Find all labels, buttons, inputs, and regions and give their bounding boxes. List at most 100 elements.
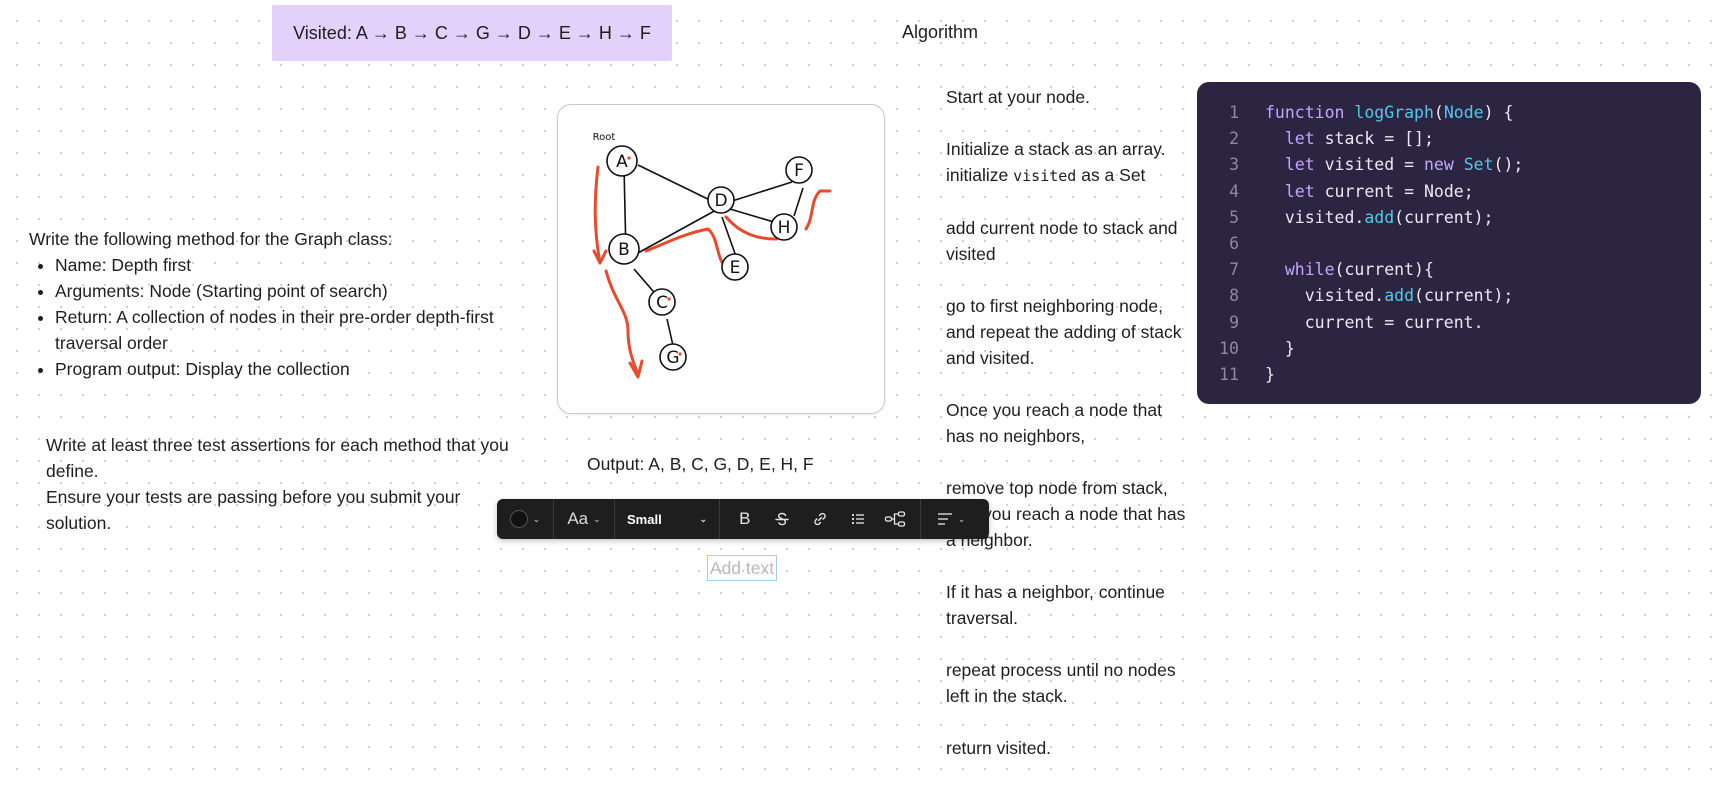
node-b-circle xyxy=(608,233,640,265)
code-token: } xyxy=(1265,338,1295,358)
node-d-circle xyxy=(707,186,735,214)
annotation-arrow-h-f xyxy=(804,189,832,231)
code-line: 2 let stack = []; xyxy=(1197,126,1701,152)
bullet-list-icon xyxy=(851,513,864,525)
code-text: let current = Node; xyxy=(1265,179,1474,205)
edge-f-h xyxy=(793,187,804,217)
edge-a-d xyxy=(637,164,717,204)
bullet-list-button[interactable] xyxy=(842,499,874,539)
graph-nodes xyxy=(606,145,813,371)
code-text: } xyxy=(1265,362,1275,388)
add-text-input[interactable]: Add text xyxy=(707,555,777,581)
text-format-toolbar: ⌄ Aa ⌄ Small ⌄ B ⌄ xyxy=(497,499,989,539)
line-number: 6 xyxy=(1229,233,1239,253)
edge-b-d xyxy=(637,208,719,254)
graph-image[interactable]: A B C D E F G H Root xyxy=(557,104,885,414)
instructions-text-block[interactable]: Write the following method for the Graph… xyxy=(29,226,519,382)
step-inline-code: visited xyxy=(1013,167,1077,185)
font-icon: Aa xyxy=(567,509,589,528)
link-button[interactable] xyxy=(804,499,836,539)
node-label: H xyxy=(778,218,791,238)
line-number: 2 xyxy=(1229,129,1239,149)
code-token: let xyxy=(1284,155,1315,175)
step-text: add current node to stack and visited xyxy=(946,218,1178,264)
instructions-bullet: Program output: Display the collection xyxy=(55,356,519,382)
font-family-button[interactable]: Aa ⌄ xyxy=(554,499,614,539)
algorithm-steps[interactable]: Start at your node. Initialize a stack a… xyxy=(946,84,1186,787)
text-align-button[interactable]: ⌄ xyxy=(921,499,981,539)
annotation-arrow-b-g xyxy=(604,269,640,377)
code-line: 11} xyxy=(1197,362,1701,388)
annotation-arrowhead xyxy=(592,249,608,265)
node-label: E xyxy=(730,258,741,278)
node-f-circle xyxy=(785,156,813,184)
code-token: stack = []; xyxy=(1314,129,1434,149)
mindmap-icon xyxy=(885,511,906,527)
line-number: 3 xyxy=(1229,155,1239,175)
algorithm-title[interactable]: Algorithm xyxy=(902,22,979,42)
code-token: current = Node; xyxy=(1314,181,1474,201)
tests-line: Write at least three test assertions for… xyxy=(46,435,509,481)
step-text-part: as a Set xyxy=(1076,165,1146,185)
node-label: F xyxy=(794,161,804,181)
code-token: current = current. xyxy=(1265,312,1484,332)
chevron-down-icon: ⌄ xyxy=(699,513,707,524)
annotation-arrow-a-b xyxy=(593,165,602,265)
output-line[interactable]: Output: A, B, C, G, D, E, H, F xyxy=(587,454,814,474)
code-line: 5 visited.add(current); xyxy=(1197,205,1701,231)
node-e-circle xyxy=(721,253,749,281)
align-left-icon xyxy=(937,513,952,525)
link-icon xyxy=(814,512,826,526)
code-token: visited. xyxy=(1265,207,1365,227)
chevron-down-icon: ⌄ xyxy=(532,513,541,524)
node-label: B xyxy=(618,240,630,260)
code-token: function xyxy=(1265,103,1355,122)
code-token: let xyxy=(1284,129,1315,149)
instructions-list: Name: Depth first Arguments: Node (Start… xyxy=(29,252,519,382)
traversal-annotations xyxy=(592,165,832,379)
instructions-bullet: Arguments: Node (Starting point of searc… xyxy=(55,278,519,304)
bold-button[interactable]: B xyxy=(729,499,761,539)
code-token: Set xyxy=(1463,155,1494,175)
strikethrough-button[interactable] xyxy=(766,499,798,539)
code-line: 3 let visited = new Set(); xyxy=(1197,152,1701,178)
code-text: visited.add(current); xyxy=(1265,283,1514,309)
code-token: Node xyxy=(1443,103,1484,122)
code-text: function logGraph(Node) { xyxy=(1265,100,1513,126)
format-buttons-group: B xyxy=(720,499,920,539)
tests-text-block[interactable]: Write at least three test assertions for… xyxy=(46,432,516,536)
annotation-arrowhead xyxy=(628,359,644,379)
toolbar-divider xyxy=(920,499,921,539)
line-number: 9 xyxy=(1229,312,1239,332)
mindmap-button[interactable] xyxy=(879,499,911,539)
edge-d-f xyxy=(728,181,793,203)
line-number: 5 xyxy=(1229,207,1239,227)
code-token xyxy=(1265,129,1285,148)
font-size-select[interactable]: Small ⌄ xyxy=(615,499,719,539)
code-line: 1 function logGraph(Node) { xyxy=(1197,100,1701,126)
code-text: current = current. xyxy=(1265,310,1484,336)
step-text: Start at your node. xyxy=(946,87,1090,107)
code-line: 4 let current = Node; xyxy=(1197,179,1701,205)
line-number: 1 xyxy=(1229,103,1239,122)
color-picker-button[interactable]: ⌄ xyxy=(497,499,553,539)
node-g-circle xyxy=(659,343,687,371)
code-token: ( xyxy=(1433,103,1444,122)
chevron-down-icon: ⌄ xyxy=(593,513,601,524)
code-line: 9 current = current. xyxy=(1197,310,1701,336)
code-line: 6 xyxy=(1197,231,1701,257)
node-label: D xyxy=(714,191,727,211)
code-token: (current); xyxy=(1414,286,1514,306)
step-text: go to first neighboring node, and repeat… xyxy=(946,296,1182,368)
visited-banner[interactable]: Visited: A → B → C → G → D → E → H → F xyxy=(272,5,672,61)
code-text: } xyxy=(1265,336,1295,362)
code-token: visited = xyxy=(1314,155,1424,175)
code-token xyxy=(1265,155,1285,174)
step-text: return visited. xyxy=(946,738,1052,758)
code-line: 10 } xyxy=(1197,336,1701,362)
line-number: 11 xyxy=(1219,364,1239,384)
code-token: add xyxy=(1384,286,1415,306)
line-number: 10 xyxy=(1219,338,1239,358)
